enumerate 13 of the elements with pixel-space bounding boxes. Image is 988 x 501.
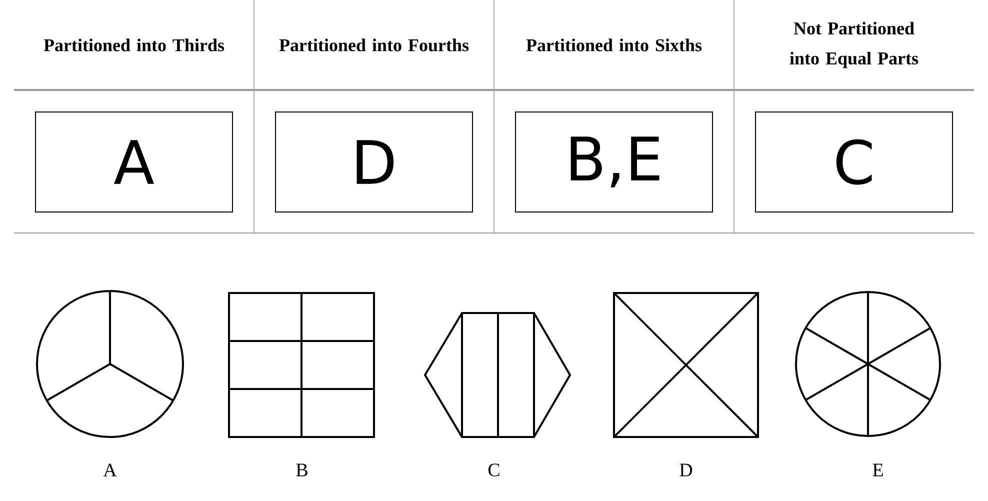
column-header: Partitioned into Fourths bbox=[279, 38, 469, 52]
answer-box: B,E bbox=[515, 112, 713, 212]
column-header: Partitioned into Sixths bbox=[526, 38, 702, 52]
shape-letter: E bbox=[872, 464, 883, 476]
shape-letter: A bbox=[103, 464, 117, 476]
answer-box: C bbox=[755, 112, 953, 212]
column-header: Partitioned into Thirds bbox=[44, 38, 224, 52]
column-header: Not Partitioned into Equal Parts bbox=[790, 22, 918, 68]
answer-box: D bbox=[275, 112, 473, 212]
shape-letter: D bbox=[680, 464, 692, 476]
shape-letter: B bbox=[296, 464, 308, 476]
answer-box: A bbox=[35, 112, 233, 212]
shape-letter: C bbox=[488, 464, 500, 476]
